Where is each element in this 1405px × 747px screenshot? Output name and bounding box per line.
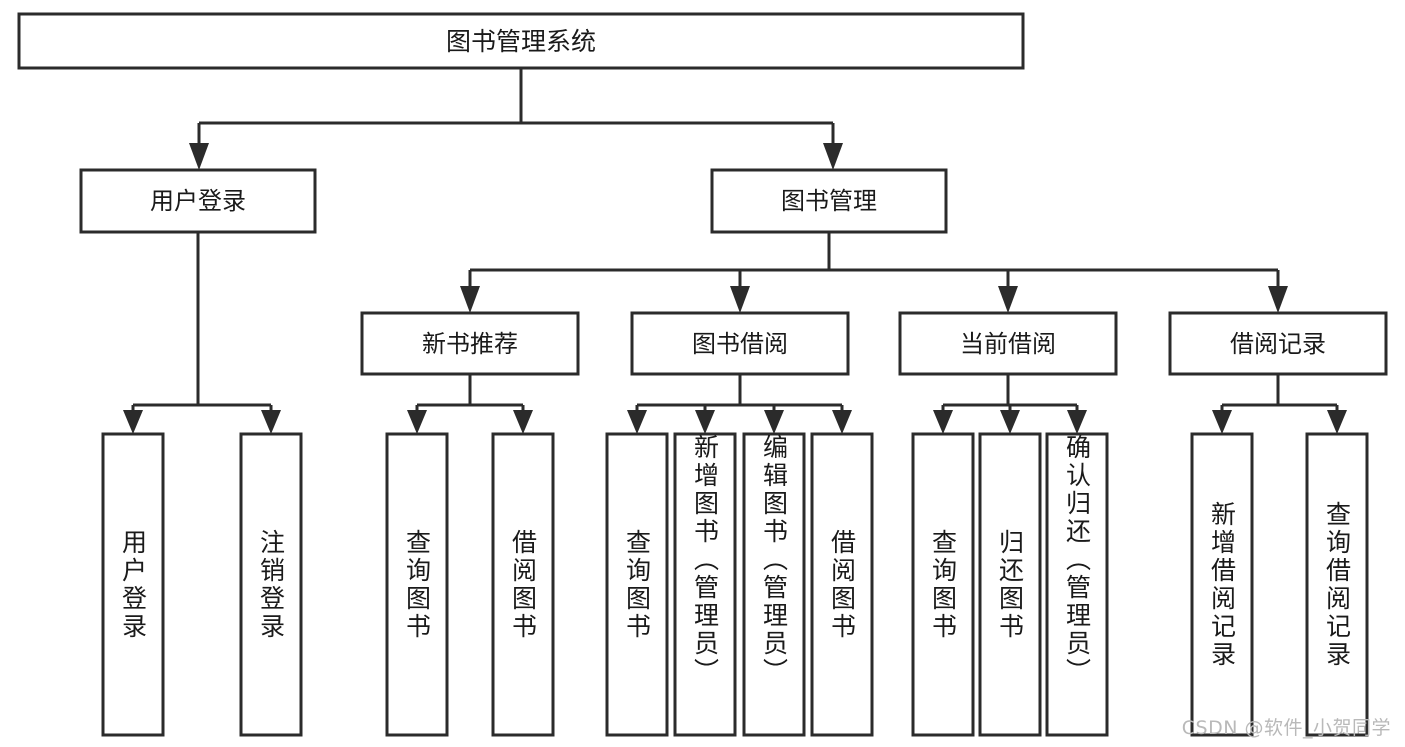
node-borrow-record-label: 借阅记录 — [1230, 330, 1326, 358]
leaf-confirm-return-box[interactable] — [1045, 432, 1109, 737]
node-root[interactable]: 图书管理系统 — [17, 12, 1025, 70]
leaf-user-login-box[interactable] — [101, 432, 165, 737]
csdn-watermark: CSDN @软件_小贺同学 — [1181, 717, 1391, 739]
arrow-icon-leaf-query-record — [1327, 410, 1347, 434]
arrow-icon-leaf-borrow-book-2 — [832, 410, 852, 434]
node-root-label: 图书管理系统 — [446, 27, 596, 56]
leaf-add-book-box[interactable] — [673, 432, 737, 737]
leaf-boxes — [101, 432, 1369, 737]
arrow-icon-to-new-book-recommend — [460, 286, 480, 313]
leaf-borrow-book-2-box[interactable] — [810, 432, 874, 737]
node-book-manage-box[interactable] — [710, 168, 948, 234]
arrow-icon-to-current-borrow — [998, 286, 1018, 313]
node-current-borrow-label: 当前借阅 — [960, 330, 1056, 358]
leaf-edit-book-box[interactable] — [742, 432, 806, 737]
connectors-book-borrow-to-leaves — [627, 374, 852, 434]
arrow-icon-leaf-add-record — [1212, 410, 1232, 434]
node-borrow-record-box[interactable] — [1168, 311, 1388, 376]
node-current-borrow[interactable]: 当前借阅 — [898, 311, 1118, 376]
node-book-manage-label: 图书管理 — [781, 187, 877, 215]
leaf-add-record-box[interactable] — [1190, 432, 1254, 737]
node-root-box[interactable] — [17, 12, 1025, 70]
node-new-book-recommend[interactable]: 新书推荐 — [360, 311, 580, 376]
arrow-icon-leaf-confirm-return — [1067, 410, 1087, 434]
leaf-query-book-3-box[interactable] — [911, 432, 975, 737]
connectors-book-manage-to-level3 — [460, 233, 1288, 313]
node-new-book-recommend-label: 新书推荐 — [422, 330, 518, 358]
connectors-borrow-record-to-leaves — [1212, 374, 1347, 434]
arrow-icon-leaf-user-logout — [261, 410, 281, 434]
arrow-icon-leaf-query-book-3 — [933, 410, 953, 434]
arrow-icon-to-borrow-record — [1268, 286, 1288, 313]
arrow-icon-leaf-query-book-1 — [407, 410, 427, 434]
node-user-login-box[interactable] — [79, 168, 317, 234]
arrow-icon-leaf-query-book-2 — [627, 410, 647, 434]
arrow-icon-leaf-edit-book — [764, 410, 784, 434]
arrow-icon-to-book-borrow — [730, 286, 750, 313]
connectors-current-borrow-to-leaves — [933, 374, 1087, 434]
connectors-user-login-to-leaves — [123, 232, 281, 434]
node-borrow-record[interactable]: 借阅记录 — [1168, 311, 1388, 376]
arrow-icon-to-book-manage — [823, 143, 843, 170]
leaf-query-book-2-box[interactable] — [605, 432, 669, 737]
arrow-icon-leaf-borrow-book-1 — [513, 410, 533, 434]
node-book-borrow-box[interactable] — [630, 311, 850, 376]
arrow-icon-leaf-user-login — [123, 410, 143, 434]
leaf-borrow-book-1-box[interactable] — [491, 432, 555, 737]
node-book-manage[interactable]: 图书管理 — [710, 168, 948, 234]
node-user-login[interactable]: 用户登录 — [79, 168, 317, 234]
node-book-borrow-label: 图书借阅 — [692, 330, 788, 358]
connectors-root-to-level2 — [189, 68, 843, 170]
leaf-query-book-1-box[interactable] — [385, 432, 449, 737]
arrow-icon-to-user-login — [189, 143, 209, 170]
leaf-return-book-box[interactable] — [978, 432, 1042, 737]
node-current-borrow-box[interactable] — [898, 311, 1118, 376]
connectors-new-book-to-leaves — [407, 374, 533, 434]
node-user-login-label: 用户登录 — [150, 187, 246, 215]
node-new-book-recommend-box[interactable] — [360, 311, 580, 376]
arrow-icon-leaf-add-book — [695, 410, 715, 434]
node-book-borrow[interactable]: 图书借阅 — [630, 311, 850, 376]
leaf-query-record-box[interactable] — [1305, 432, 1369, 737]
leaf-user-logout-box[interactable] — [239, 432, 303, 737]
arrow-icon-leaf-return-book — [1000, 410, 1020, 434]
